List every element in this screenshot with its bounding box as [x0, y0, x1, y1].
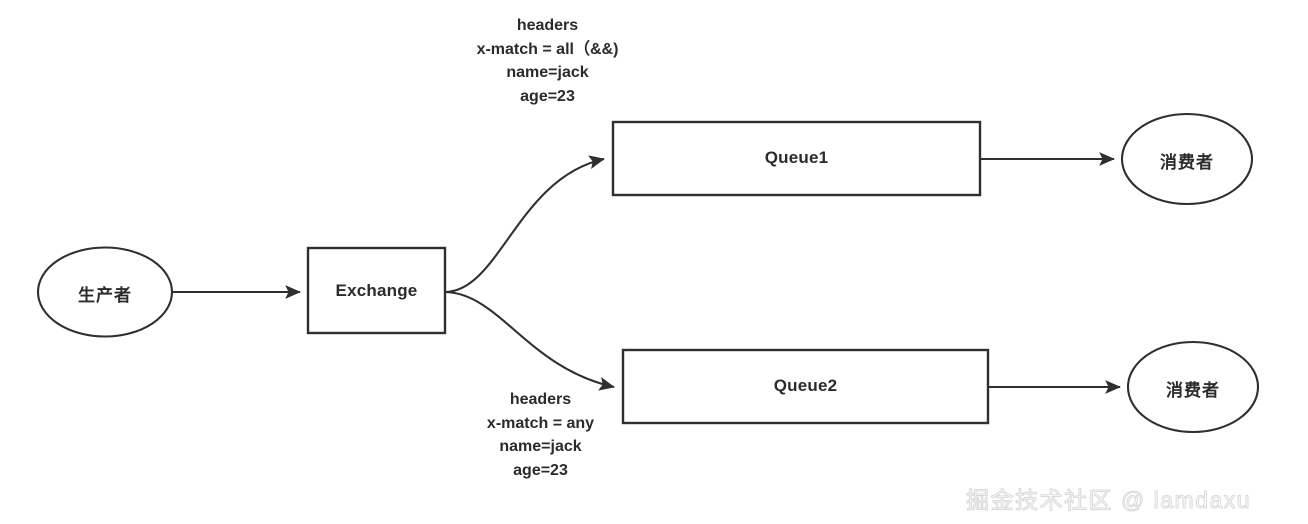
consumer1-label: 消费者 — [1160, 153, 1214, 172]
queue2-label: Queue2 — [773, 376, 838, 395]
edge-exchange-to-queue1 — [445, 155, 605, 294]
binding-all-line2: x-match = all（&&) — [476, 40, 619, 58]
binding-all-line1: headers — [516, 17, 579, 34]
queue2-box — [621, 348, 990, 425]
binding-all-line4: age=23 — [520, 87, 575, 105]
binding-any-line3: name=jack — [499, 438, 582, 455]
consumer2-ellipse — [1126, 340, 1260, 434]
binding-any-line1: headers — [509, 391, 572, 408]
edge-exchange-to-queue2 — [445, 290, 615, 391]
binding-any-line2: x-match = any — [486, 414, 595, 432]
exchange-label: Exchange — [335, 281, 418, 300]
binding-any-line4: age=23 — [513, 461, 568, 479]
producer-label: 生产者 — [78, 286, 132, 305]
queue1-label: Queue1 — [764, 148, 829, 167]
binding-label-all: headers x-match = all（&&) name=jack age=… — [410, 14, 685, 108]
exchange-box — [306, 246, 447, 335]
consumer1-ellipse — [1120, 112, 1254, 206]
consumer2-label: 消费者 — [1166, 381, 1220, 400]
queue1-box — [611, 120, 982, 197]
binding-all-line3: name=jack — [506, 64, 589, 81]
binding-label-any: headers x-match = any name=jack age=23 — [433, 388, 648, 482]
